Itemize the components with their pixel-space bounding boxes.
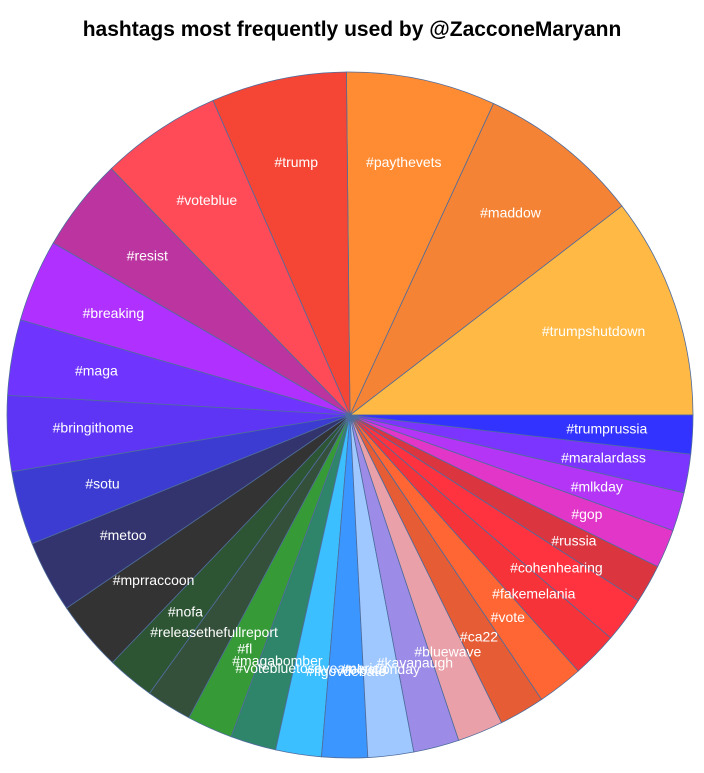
pie-slice-paythevets[interactable] [346,71,495,416]
slice-label-vote: #vote [491,609,525,625]
slice-label-bluewave: #bluewave [414,644,481,660]
slice-label-trump: #trump [274,154,318,170]
slice-label-votebluetosaveamerica: #votebluetosaveamerica [235,660,387,676]
slice-label-metoo: #metoo [100,527,147,543]
slice-label-paythevets: #paythevets [366,154,442,170]
slice-label-gop: #gop [571,506,602,522]
slice-label-releasethefullreport: #releasethefullreport [150,624,278,640]
slice-label-mlkday: #mlkday [571,478,623,494]
slice-label-sotu: #sotu [85,476,119,492]
slice-label-electionday: #electionday [341,661,420,677]
slice-label-mprraccoon: #mprraccoon [113,572,195,588]
pie-slice-trumpshutdown[interactable] [348,205,694,416]
slice-label-trumprussia: #trumprussia [566,420,647,436]
slice-label-trumpshutdown: #trumpshutdown [542,323,646,339]
slice-label-bringithome: #bringithome [53,420,134,436]
slice-label-cohenhearing: #cohenhearing [510,559,603,575]
slice-label-ca22: #ca22 [460,628,498,644]
pie-slice-maddow[interactable] [349,102,623,416]
slice-label-kavanaugh: #kavanaugh [377,655,453,671]
pie-slice-trump[interactable] [212,71,351,416]
slice-label-fl: #fl [237,641,252,657]
slice-label-maddow: #maddow [480,205,542,221]
slice-label-resist: #resist [127,247,168,263]
slice-label-russia: #russia [551,532,596,548]
slice-label-magabomber: #magabomber [232,653,323,669]
slice-label-breaking: #breaking [83,305,145,321]
slice-label-maga: #maga [75,362,118,378]
slice-label-maralardass: #maralardass [561,450,646,466]
slice-label-voteblue: #voteblue [176,192,237,208]
slice-label-fakemelania: #fakemelania [492,586,575,602]
slice-label-nofa: #nofa [168,603,203,619]
slice-label-flgovdebate: #flgovdebate [306,663,386,679]
chart-title: hashtags most frequently used by @Zaccon… [82,18,622,41]
pie-slice-trumprussia[interactable] [349,414,694,455]
